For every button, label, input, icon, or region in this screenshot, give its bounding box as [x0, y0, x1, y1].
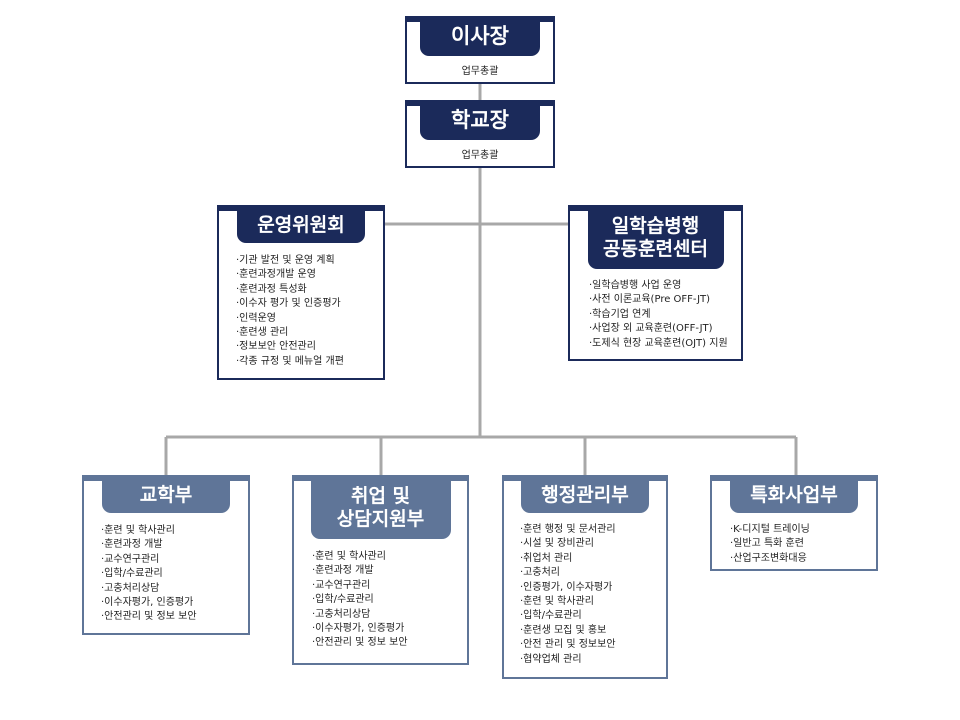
- committee-title: 운영위원회: [237, 207, 365, 243]
- list-item: ·훈련과정 특성화: [236, 283, 307, 295]
- center-box: 일학습병행 공동훈련센터 ·일학습병행 사업 운영 ·사전 이론교육(Pre O…: [568, 205, 743, 361]
- list-item: ·이수자평가, 인증평가: [312, 623, 405, 635]
- list-item: ·고충처리: [520, 567, 560, 579]
- list-item: ·입학/수료관리: [101, 568, 163, 580]
- chairman-title: 이사장: [420, 18, 540, 56]
- list-item: ·훈련과정 개발: [312, 565, 374, 577]
- list-item: ·고충처리상담: [312, 608, 371, 620]
- principal-title: 학교장: [420, 102, 540, 140]
- dept-academic-title-line1: 교학부: [139, 483, 193, 506]
- center-item-list: ·일학습병행 사업 운영 ·사전 이론교육(Pre OFF-JT) ·학습기업 …: [589, 279, 728, 351]
- list-item: ·취업처 관리: [520, 552, 573, 564]
- list-item: ·이수자평가, 인증평가: [101, 597, 194, 609]
- dept-admin-title-line1: 행정관리부: [541, 483, 629, 506]
- dept-academic-item-list: ·훈련 및 학사관리 ·훈련과정 개발 ·교수연구관리 ·입학/수료관리 ·고충…: [101, 524, 197, 625]
- list-item: ·인증평가, 이수자평가: [520, 581, 613, 593]
- list-item: ·일반고 특화 훈련: [730, 538, 804, 550]
- dept-special-title-line1: 특화사업부: [750, 483, 838, 506]
- list-item: ·훈련생 모집 및 홍보: [520, 624, 607, 636]
- list-item: ·고충처리상담: [101, 582, 160, 594]
- list-item: ·학습기업 연계: [589, 308, 651, 320]
- committee-box: 운영위원회 ·기관 발전 및 운영 계획 ·훈련과정개발 운영 ·훈련과정 특성…: [217, 205, 385, 380]
- list-item: ·안전관리 및 정보 보안: [101, 611, 197, 623]
- list-item: ·훈련과정 개발: [101, 539, 163, 551]
- dept-career-title-line2: 상담지원부: [336, 508, 425, 530]
- dept-career-title-line1: 취업 및: [350, 485, 411, 508]
- committee-item-list: ·기관 발전 및 운영 계획 ·훈련과정개발 운영 ·훈련과정 특성화 ·이수자…: [236, 254, 344, 369]
- list-item: ·기관 발전 및 운영 계획: [236, 255, 335, 266]
- dept-academic-title: 교학부: [102, 477, 230, 513]
- dept-admin-box: 행정관리부 ·훈련 행정 및 문서관리 ·시설 및 장비관리 ·취업처 관리 ·…: [502, 475, 668, 679]
- center-title-line1: 일학습병행: [611, 215, 700, 238]
- principal-desc: 업무총괄: [461, 150, 499, 161]
- center-title-line2: 공동훈련센터: [603, 238, 708, 260]
- list-item: ·이수자 평가 및 인증평가: [236, 298, 341, 310]
- list-item: ·정보보안 안전관리: [236, 341, 316, 353]
- list-item: ·훈련 및 학사관리: [101, 525, 175, 536]
- chairman-desc: 업무총괄: [461, 66, 499, 77]
- list-item: ·입학/수료관리: [520, 610, 582, 622]
- list-item: ·입학/수료관리: [312, 594, 374, 606]
- dept-admin-title: 행정관리부: [521, 477, 649, 513]
- list-item: ·도제식 현장 교육훈련(OJT) 지원: [589, 337, 728, 349]
- principal-box: 학교장 업무총괄: [405, 100, 555, 168]
- chairman-box: 이사장 업무총괄: [405, 16, 555, 84]
- list-item: ·각종 규정 및 메뉴얼 개편: [236, 355, 344, 367]
- list-item: ·일학습병행 사업 운영: [589, 280, 682, 291]
- list-item: ·교수연구관리: [101, 553, 160, 565]
- list-item: ·훈련 및 학사관리: [312, 551, 386, 562]
- dept-career-item-list: ·훈련 및 학사관리 ·훈련과정 개발 ·교수연구관리 ·입학/수료관리 ·고충…: [312, 550, 408, 651]
- list-item: ·사전 이론교육(Pre OFF-JT): [589, 294, 711, 306]
- dept-admin-item-list: ·훈련 행정 및 문서관리 ·시설 및 장비관리 ·취업처 관리 ·고충처리 ·…: [520, 523, 616, 667]
- dept-special-item-list: ·K-디지털 트레이닝 ·일반고 특화 훈련 ·산업구조변화대응: [730, 523, 810, 566]
- list-item: ·산업구조변화대응: [730, 552, 807, 564]
- list-item: ·안전관리 및 정보 보안: [312, 637, 408, 649]
- dept-special-box: 특화사업부 ·K-디지털 트레이닝 ·일반고 특화 훈련 ·산업구조변화대응: [710, 475, 878, 571]
- list-item: ·교수연구관리: [312, 579, 371, 591]
- list-item: ·훈련 및 학사관리: [520, 596, 594, 608]
- list-item: ·시설 및 장비관리: [520, 538, 594, 550]
- list-item: ·K-디지털 트레이닝: [730, 524, 810, 535]
- list-item: ·훈련과정개발 운영: [236, 269, 316, 281]
- list-item: ·안전 관리 및 정보보안: [520, 639, 616, 651]
- center-title: 일학습병행 공동훈련센터: [587, 207, 724, 269]
- list-item: ·사업장 외 교육훈련(OFF-JT): [589, 323, 713, 335]
- list-item: ·인력운영: [236, 312, 276, 324]
- dept-academic-box: 교학부 ·훈련 및 학사관리 ·훈련과정 개발 ·교수연구관리 ·입학/수료관리…: [82, 475, 250, 635]
- list-item: ·협약업체 관리: [520, 653, 582, 665]
- dept-career-title: 취업 및 상담지원부: [310, 477, 451, 539]
- list-item: ·훈련생 관리: [236, 327, 289, 339]
- dept-special-title: 특화사업부: [730, 477, 858, 513]
- dept-career-box: 취업 및 상담지원부 ·훈련 및 학사관리 ·훈련과정 개발 ·교수연구관리 ·…: [292, 475, 469, 665]
- list-item: ·훈련 행정 및 문서관리: [520, 524, 616, 535]
